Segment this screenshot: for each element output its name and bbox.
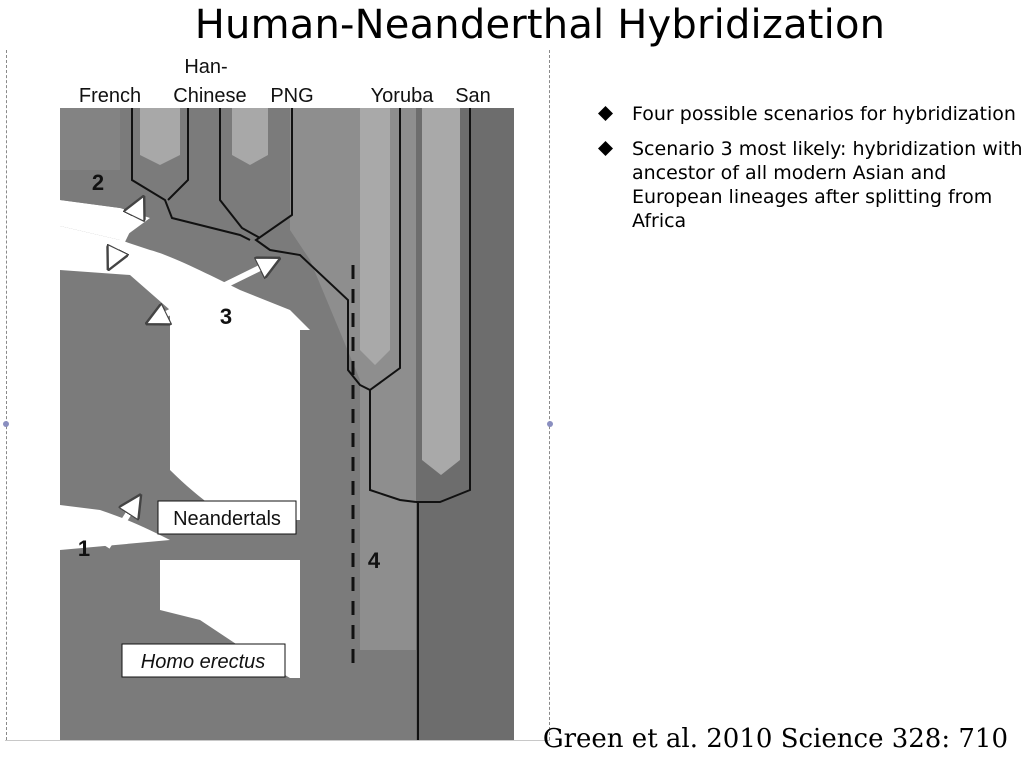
label-han-line1: Han- (184, 56, 227, 78)
scenario-3-arrow (154, 262, 272, 320)
slide-title: Human-Neanderthal Hybridization (194, 2, 886, 48)
neandertal-gap (170, 330, 300, 520)
diamond-bullet-icon (598, 106, 613, 121)
bullet-item: Scenario 3 most likely: hybridization wi… (596, 137, 1024, 233)
san-highlight (422, 108, 460, 475)
french-chinese-split-line (131, 108, 251, 241)
label-san: San (455, 85, 491, 107)
scenario-3-label: 3 (220, 304, 232, 329)
label-han-line2: Chinese (173, 85, 246, 107)
resize-handle-left[interactable] (3, 421, 9, 427)
scenario-2-label: 2 (92, 170, 104, 195)
label-neandertals: Neandertals (173, 508, 281, 530)
selection-border-bottom (5, 740, 550, 741)
label-png: PNG (270, 85, 313, 107)
han-chinese-highlight (140, 108, 180, 165)
scenario-4-label: 4 (368, 548, 381, 573)
han-boundary-line (167, 108, 189, 201)
bullet-text: Four possible scenarios for hybridizatio… (632, 103, 1016, 125)
yoruba-highlight (360, 108, 390, 365)
label-yoruba: Yoruba (371, 85, 435, 107)
gap-lower-left (60, 505, 170, 550)
resize-handle-right[interactable] (547, 421, 553, 427)
scenario-1-label: 1 (78, 536, 90, 561)
bullet-item: Four possible scenarios for hybridizatio… (596, 102, 1024, 126)
png-right-line (254, 108, 371, 391)
french-branch (60, 108, 120, 170)
hybridization-diagram: French Han- Chinese PNG Yoruba San 2 3 1… (60, 56, 514, 740)
bullet-text: Scenario 3 most likely: hybridization wi… (632, 138, 1023, 232)
diamond-bullet-icon (598, 141, 613, 156)
label-french: French (79, 85, 141, 107)
scenario-2-arrow (112, 204, 140, 262)
homo-erectus-box (121, 643, 286, 678)
selection-border-left (6, 50, 7, 740)
scenario-1-arrow (104, 502, 136, 549)
bullet-list: Four possible scenarios for hybridizatio… (596, 102, 1024, 244)
png-highlight (232, 108, 268, 165)
citation-text: Green et al. 2010 Science 328: 710 (542, 724, 1008, 754)
selection-border-right (549, 50, 550, 740)
png-left-line (219, 108, 261, 239)
yoruba-boundary-line (369, 108, 417, 503)
label-homo-erectus: Homo erectus (141, 651, 266, 673)
san-boundary-line (416, 108, 471, 503)
neandertals-box (157, 500, 297, 535)
